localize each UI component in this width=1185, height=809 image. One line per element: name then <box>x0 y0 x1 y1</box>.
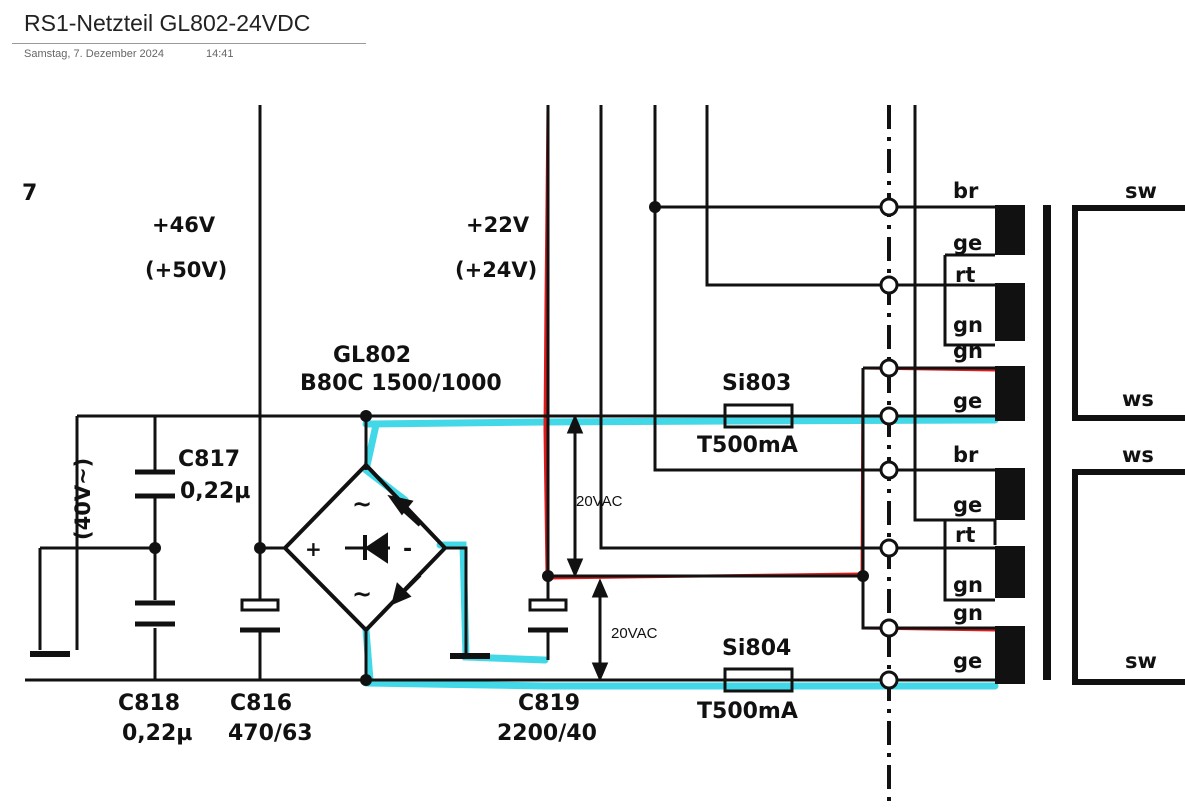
tap-label: ge <box>953 649 982 673</box>
transformer-secondary-frame <box>1072 205 1185 685</box>
bridge-ac1-label: ~ <box>352 490 372 518</box>
lower-voltage-note: 20VAC <box>611 625 658 642</box>
tap-label: rt <box>955 263 975 287</box>
tap-label: gn <box>953 313 983 337</box>
c818-value: 0,22µ <box>122 721 192 746</box>
winding-label: sw <box>1125 649 1157 673</box>
bridge-rectifier-gl802 <box>282 462 448 633</box>
tap-label: br <box>953 443 979 467</box>
voltage-arrows <box>566 414 609 682</box>
winding-label: ws <box>1122 443 1154 467</box>
c817-name: C817 <box>178 447 240 472</box>
capacitor-c817 <box>135 469 175 499</box>
bridge-plus-label: + <box>305 537 322 561</box>
tap-label: gn <box>953 601 983 625</box>
c816-name: C816 <box>230 691 292 716</box>
rail-46v-label: +46V <box>152 213 216 237</box>
c816-value: 470/63 <box>228 721 313 746</box>
c818-name: C818 <box>118 691 180 716</box>
c819-name: C819 <box>518 691 580 716</box>
c817-value: 0,22µ <box>180 479 250 504</box>
upper-voltage-note: 20VAC <box>576 493 623 510</box>
rectifier-name: GL802 <box>333 343 411 368</box>
bridge-arrows <box>387 494 422 606</box>
tap-label: rt <box>955 523 975 547</box>
note-date: Samstag, 7. Dezember 2024 <box>24 48 165 60</box>
junction-dots <box>149 201 869 686</box>
tap-label: br <box>953 179 979 203</box>
title-divider <box>12 43 366 44</box>
fuse-si803 <box>723 403 794 429</box>
si804-value: T500mA <box>697 699 798 724</box>
rail-24v-label: (+24V) <box>455 258 537 282</box>
wiring <box>25 105 997 682</box>
si803-value: T500mA <box>697 433 798 458</box>
rail-22v-label: +22V <box>466 213 530 237</box>
tap-label: ge <box>953 231 982 255</box>
capacitor-c819 <box>528 598 568 633</box>
fuse-si804 <box>723 667 794 693</box>
si804-name: Si804 <box>722 636 791 661</box>
c819-value: 2200/40 <box>497 721 597 746</box>
tap-label: gn <box>953 339 983 363</box>
connector-terminals <box>879 197 899 690</box>
bridge-minus-label: - <box>403 537 412 562</box>
si803-name: Si803 <box>722 371 791 396</box>
rectifier-type: B80C 1500/1000 <box>300 371 502 396</box>
page-title: RS1-Netzteil GL802-24VDC <box>24 10 311 36</box>
cyan-highlight <box>362 416 999 690</box>
ac-input-label: (40V~) <box>71 458 95 540</box>
tap-label: ge <box>953 389 982 413</box>
winding-label: ws <box>1122 387 1154 411</box>
note-time: 14:41 <box>206 48 234 60</box>
rail-50v-label: (+50V) <box>145 258 227 282</box>
tap-label: ge <box>953 493 982 517</box>
winding-label: sw <box>1125 179 1157 203</box>
capacitor-c816 <box>240 598 280 633</box>
ground-symbols <box>30 651 490 659</box>
bridge-ac2-label: ~ <box>352 580 372 608</box>
transformer-windings <box>995 205 1025 684</box>
tap-label: gn <box>953 573 983 597</box>
transformer-core-line <box>1043 205 1051 680</box>
corner-fragment: 7 <box>22 181 37 206</box>
capacitor-c818 <box>135 600 175 627</box>
